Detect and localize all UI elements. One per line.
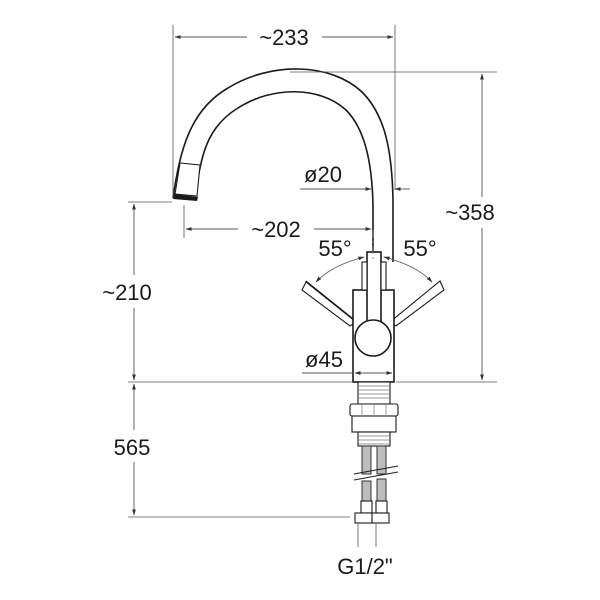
label-spout-reach: ~202 — [251, 217, 301, 242]
label-spout-reach-total: ~233 — [259, 25, 309, 50]
dimension-total-height: ~358 — [290, 71, 497, 383]
label-spout-height: ~210 — [102, 280, 152, 305]
dimension-connection-thread: G1/2" — [337, 523, 393, 579]
label-lever-angle-left: 55° — [318, 236, 351, 261]
label-spout-diameter: ø20 — [304, 162, 342, 187]
label-body-diameter: ø45 — [305, 347, 343, 372]
label-connection-thread: G1/2" — [337, 554, 393, 579]
dimension-body-diameter: ø45 — [302, 347, 393, 375]
dimension-hose-length: 565 — [114, 383, 350, 518]
faucet-body — [301, 230, 445, 383]
dimension-spout-height: ~210 — [102, 201, 352, 383]
label-lever-angle-right: 55° — [403, 236, 436, 261]
mounting-assembly — [349, 381, 399, 447]
label-hose-length: 565 — [114, 435, 151, 460]
spout — [172, 68, 394, 262]
label-total-height: ~358 — [445, 200, 495, 225]
dimension-lever-angles: 55° 55° — [315, 236, 437, 283]
dimension-spout-reach: ~202 — [183, 205, 372, 242]
dimension-spout-diameter: ø20 — [300, 162, 410, 191]
dimension-spout-reach-total: ~233 — [172, 25, 396, 198]
supply-hoses — [353, 445, 399, 524]
